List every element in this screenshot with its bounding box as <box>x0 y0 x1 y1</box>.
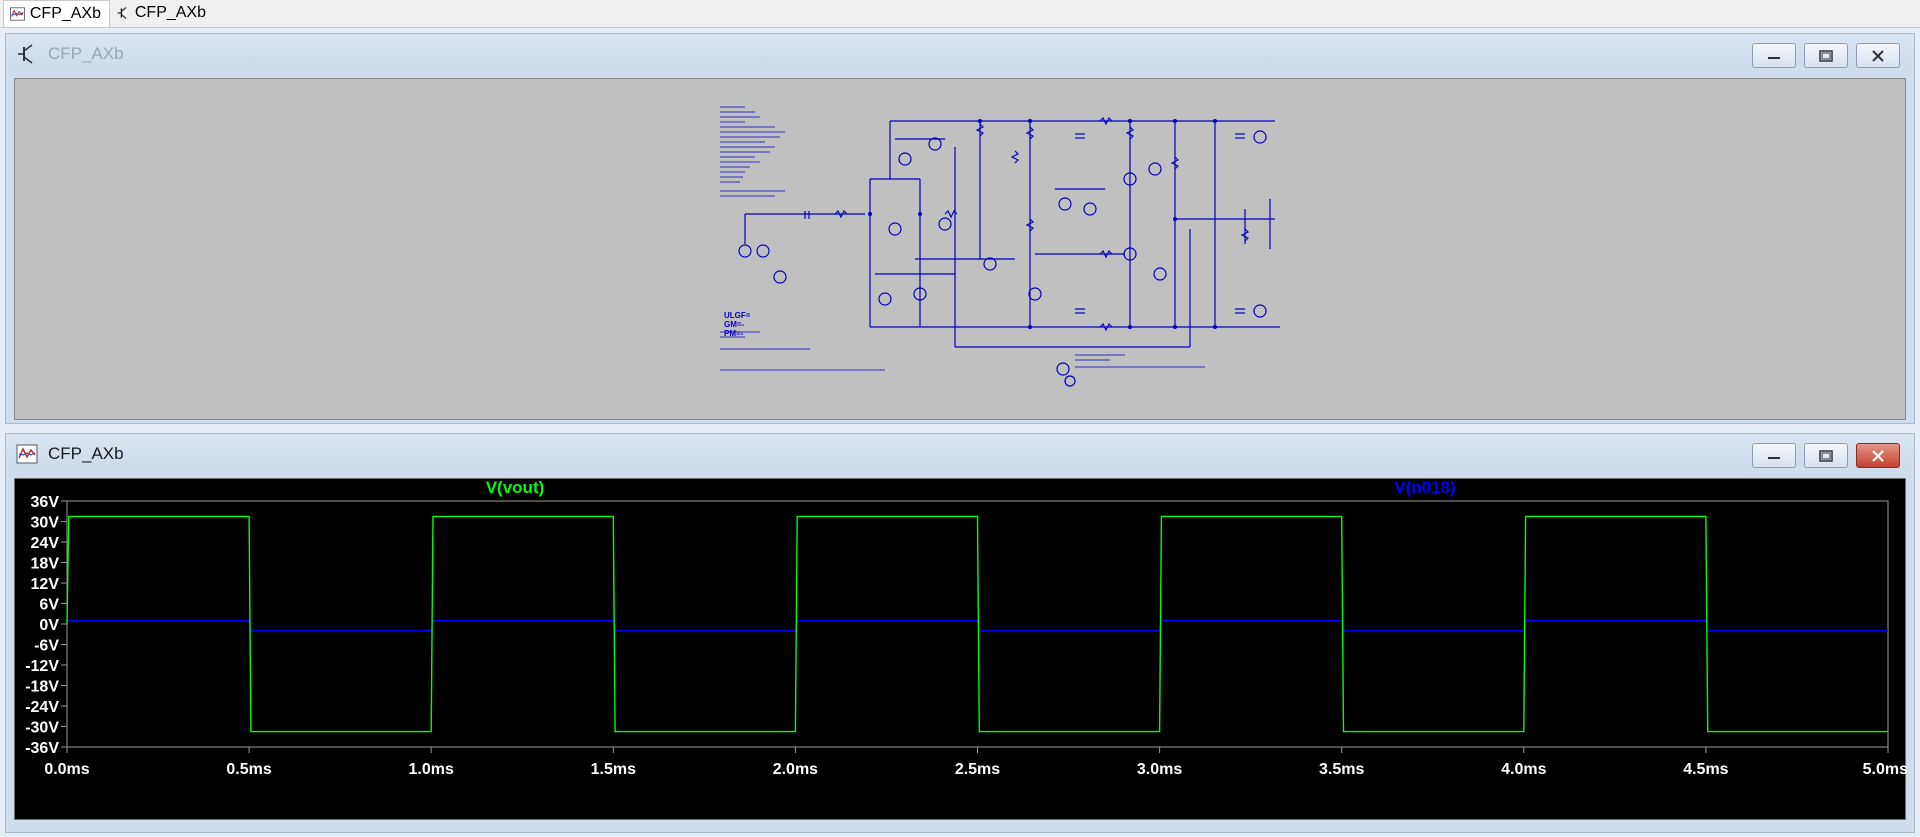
trace-vout[interactable] <box>66 515 1888 733</box>
x-tick-label: 0.5ms <box>226 761 271 778</box>
y-tick-label: -6V <box>34 638 59 655</box>
trace-n018[interactable] <box>67 619 1888 632</box>
gm-label: GM=- <box>724 320 745 329</box>
pm-label: PM=- <box>724 329 744 338</box>
waveform-chart[interactable]: V(vout) V(n018) 36V 30V 24V 18V 12V 6V 0V -6V -1… <box>15 479 1907 819</box>
schematic-window-titlebar[interactable]: CFP_AXb <box>6 34 1914 74</box>
minimize-icon <box>1768 56 1780 59</box>
y-tick-label: -24V <box>25 699 59 716</box>
close-icon <box>1872 49 1884 62</box>
x-tick-label: 2.0ms <box>773 761 818 778</box>
x-tick-label: 0.0ms <box>44 761 89 778</box>
tab-schematic[interactable]: CFP_AXb <box>110 0 214 26</box>
y-tick-label: 18V <box>31 556 60 573</box>
minimize-button[interactable] <box>1752 43 1796 68</box>
schematic-canvas[interactable]: ULGF= GM=- PM=- <box>14 78 1906 420</box>
close-button[interactable] <box>1856 443 1900 468</box>
x-tick-label: 3.5ms <box>1319 761 1364 778</box>
close-icon <box>1872 449 1884 462</box>
schematic-window: CFP_AXb <box>5 33 1915 424</box>
y-tick-label: 0V <box>39 617 59 634</box>
y-tick-label: 6V <box>39 597 59 614</box>
y-tick-label: -18V <box>25 679 59 696</box>
x-tick-label: 4.5ms <box>1683 761 1728 778</box>
waveform-window: CFP_AXb V(vout) V(n018) 36V 30V 24V 18V 12V 6… <box>5 433 1915 833</box>
minimize-button[interactable] <box>1752 443 1796 468</box>
trace-label-n018[interactable]: V(n018) <box>1394 479 1455 497</box>
x-tick-label: 3.0ms <box>1137 761 1182 778</box>
y-tick-label: 12V <box>31 576 60 593</box>
x-tick-label: 2.5ms <box>955 761 1000 778</box>
maximize-button[interactable] <box>1804 443 1848 468</box>
y-tick-label: 30V <box>31 515 60 532</box>
schematic-drawing <box>720 106 1280 387</box>
tab-waveform[interactable]: CFP_AXb <box>3 0 110 27</box>
y-tick-label: -12V <box>25 658 59 675</box>
schematic-icon <box>117 7 127 19</box>
x-tick-label: 5.0ms <box>1863 761 1907 778</box>
y-tick-label: 24V <box>31 535 60 552</box>
window-title: CFP_AXb <box>48 44 124 63</box>
transistor-icon <box>18 44 33 64</box>
x-tick-label: 1.0ms <box>409 761 454 778</box>
document-tab-strip: CFP_AXb CFP_AXb <box>0 0 1920 28</box>
waveform-icon <box>10 7 25 21</box>
ulgf-label: ULGF= <box>724 311 751 320</box>
window-title: CFP_AXb <box>48 444 124 463</box>
tab-label: CFP_AXb <box>134 4 206 21</box>
y-tick-label: -30V <box>25 720 59 737</box>
y-tick-label: 36V <box>31 494 60 511</box>
waveform-window-titlebar[interactable]: CFP_AXb <box>6 434 1914 474</box>
minimize-icon <box>1768 456 1780 459</box>
restore-icon <box>1819 49 1833 62</box>
tab-label: CFP_AXb <box>29 5 101 22</box>
waveform-plot[interactable]: V(vout) V(n018) 36V 30V 24V 18V 12V 6V 0V -6V -1… <box>14 478 1907 820</box>
x-tick-label: 1.5ms <box>591 761 636 778</box>
restore-icon <box>1819 449 1833 462</box>
maximize-button[interactable] <box>1804 43 1848 68</box>
trace-label-vout[interactable]: V(vout) <box>486 479 545 497</box>
close-button[interactable] <box>1856 43 1900 68</box>
y-tick-label: -36V <box>25 740 59 757</box>
waveform-icon <box>16 444 38 464</box>
ac-analysis-results: ULGF= GM=- PM=- <box>724 311 750 338</box>
x-tick-label: 4.0ms <box>1501 761 1546 778</box>
